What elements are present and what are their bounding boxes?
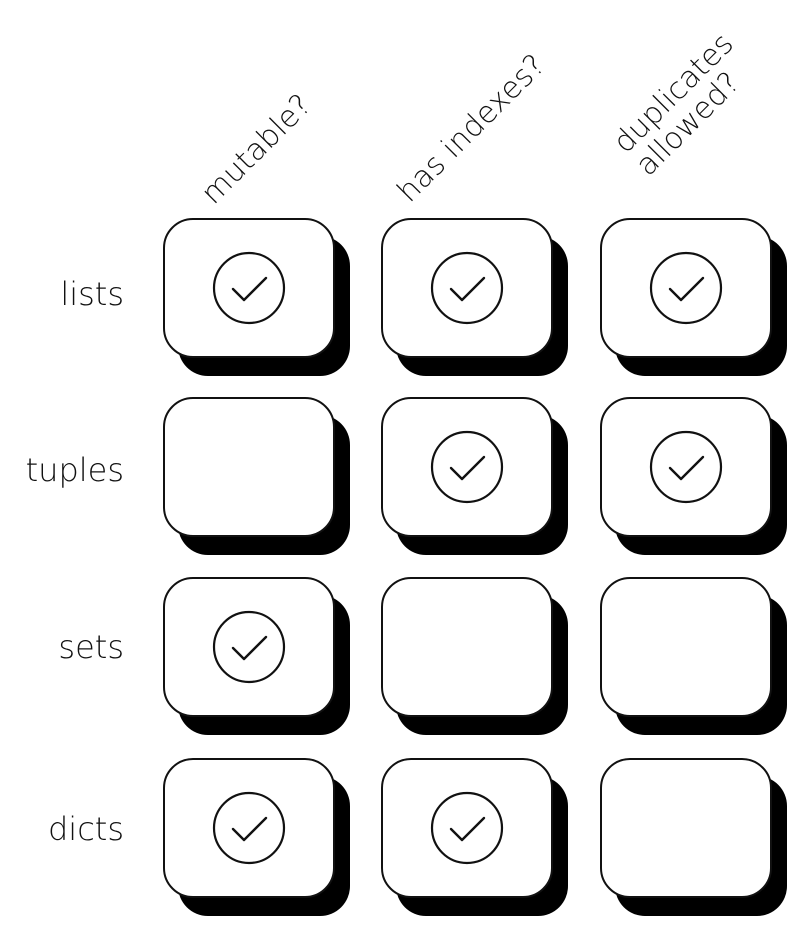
cell-sets-mutable (163, 577, 350, 735)
cell-tuples-duplicates-allowed (600, 397, 787, 555)
check-circle-icon (430, 430, 504, 504)
check-circle-icon (430, 251, 504, 325)
column-header-mutable: mutable? (194, 87, 319, 212)
check-circle-icon (649, 430, 723, 504)
cell-box (163, 758, 335, 898)
cell-dicts-has-indexes (381, 758, 568, 916)
row-label-tuples: tuples (25, 451, 124, 489)
cell-dicts-duplicates-allowed (600, 758, 787, 916)
cell-lists-has-indexes (381, 218, 568, 376)
cell-box (381, 397, 553, 537)
row-label-lists: lists (60, 275, 124, 313)
cell-box (381, 577, 553, 717)
cell-box (381, 218, 553, 358)
cell-box (163, 218, 335, 358)
check-circle-icon (212, 610, 286, 684)
cell-box (163, 397, 335, 537)
cell-box (600, 218, 772, 358)
check-circle-icon (649, 251, 723, 325)
cell-box (163, 577, 335, 717)
cell-box (600, 577, 772, 717)
cell-box (600, 758, 772, 898)
cell-tuples-has-indexes (381, 397, 568, 555)
column-header-has-indexes: has indexes? (390, 47, 553, 210)
cell-tuples-mutable (163, 397, 350, 555)
row-label-sets: sets (58, 628, 124, 666)
check-circle-icon (212, 791, 286, 865)
cell-box (381, 758, 553, 898)
cell-box (600, 397, 772, 537)
column-header-has-indexes-line-1: has indexes? (390, 47, 553, 210)
check-circle-icon (212, 251, 286, 325)
column-header-duplicates-allowed: duplicates allowed? (607, 26, 762, 182)
cell-dicts-mutable (163, 758, 350, 916)
column-header-mutable-line-1: mutable? (194, 87, 319, 212)
row-label-dicts: dicts (47, 810, 124, 848)
cell-lists-mutable (163, 218, 350, 376)
check-circle-icon (430, 791, 504, 865)
cell-sets-duplicates-allowed (600, 577, 787, 735)
cell-lists-duplicates-allowed (600, 218, 787, 376)
cell-sets-has-indexes (381, 577, 568, 735)
